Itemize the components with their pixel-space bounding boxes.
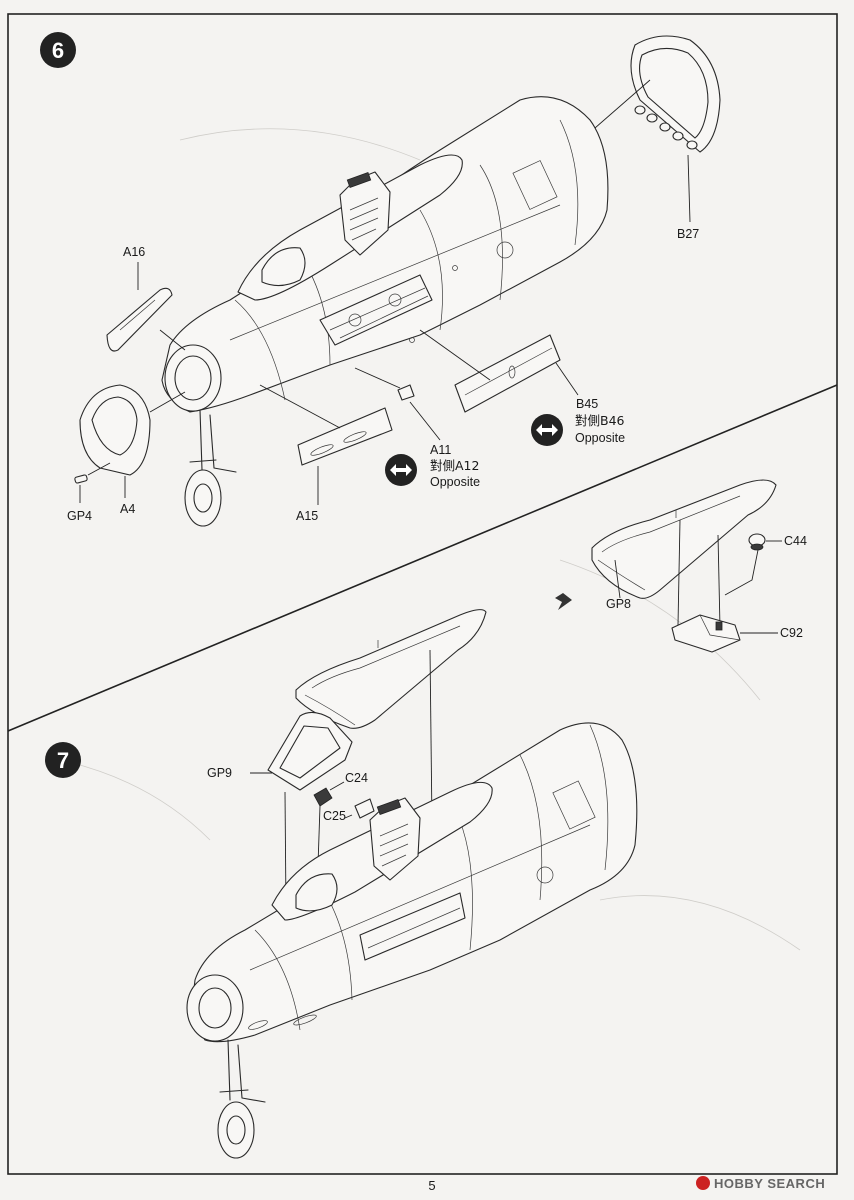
step-6: 6 <box>40 32 807 653</box>
label-B27: B27 <box>677 227 699 241</box>
part-A11 <box>354 367 441 441</box>
part-A4 <box>79 384 186 498</box>
label-A15: A15 <box>296 509 318 523</box>
label-A4: A4 <box>120 502 135 516</box>
fuselage-step7 <box>186 722 638 1159</box>
label-B46-opposite: Opposite <box>575 431 625 445</box>
opposite-arrow-icon <box>531 414 563 446</box>
label-C44: C44 <box>784 534 807 548</box>
part-C25 <box>344 798 375 819</box>
label-B45: B45 <box>576 397 598 411</box>
page-number: 5 <box>428 1178 435 1193</box>
part-B45 <box>419 329 579 413</box>
label-GP9: GP9 <box>207 766 232 780</box>
label-B46-note: 對側B46 <box>575 413 625 428</box>
label-C25: C25 <box>323 809 346 823</box>
label-GP4: GP4 <box>67 509 92 523</box>
show-through-ghost <box>59 128 801 951</box>
part-A16 <box>106 262 186 352</box>
step-6-badge <box>40 32 76 68</box>
label-A12-opposite: Opposite <box>430 475 480 489</box>
step-divider <box>7 384 838 732</box>
part-GP4 <box>74 462 111 503</box>
fuselage-step6 <box>161 96 609 527</box>
part-B27 <box>594 35 721 223</box>
part-GP9 <box>250 711 353 911</box>
step-7-number: 7 <box>57 748 69 773</box>
label-A12-note: 對側A12 <box>430 458 479 473</box>
canopy-subassembly <box>555 479 782 653</box>
part-C24 <box>313 781 345 866</box>
label-C92: C92 <box>780 626 803 640</box>
label-GP8: GP8 <box>606 597 631 611</box>
page-border <box>7 13 838 1175</box>
label-A16: A16 <box>123 245 145 259</box>
watermark-text: HOBBY SEARCH <box>714 1176 825 1191</box>
watermark-logo-icon <box>696 1176 710 1190</box>
label-C24: C24 <box>345 771 368 785</box>
step-7-badge <box>45 742 81 778</box>
label-A11: A11 <box>430 443 451 457</box>
watermark: HOBBY SEARCH <box>696 1176 825 1191</box>
step-7: 7 <box>45 609 638 1159</box>
opposite-arrow-icon <box>385 454 417 486</box>
arrow-down-left-icon <box>555 593 572 610</box>
step-6-number: 6 <box>52 38 64 63</box>
part-A15 <box>259 384 393 505</box>
canopy-step7 <box>295 609 487 826</box>
